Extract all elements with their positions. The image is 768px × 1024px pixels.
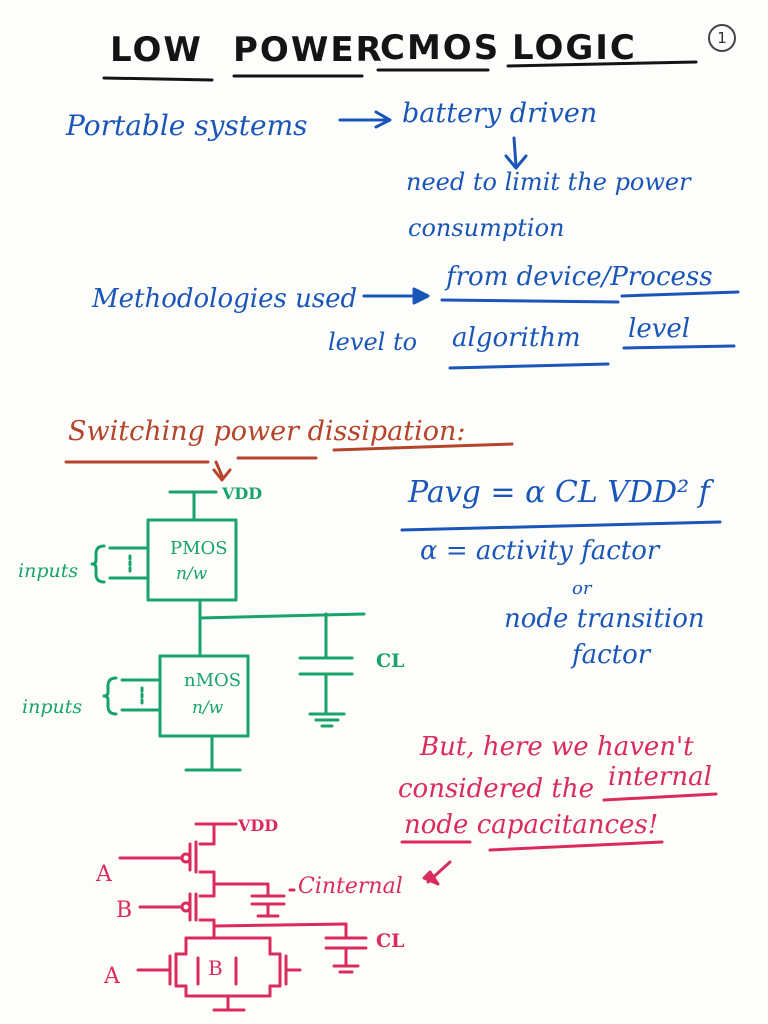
text-methodologies-used: Methodologies used bbox=[92, 284, 358, 314]
text-consumption: consumption bbox=[408, 214, 565, 242]
title-word-cmos: CMOS bbox=[380, 28, 501, 68]
note-line-1: But, here we haven't bbox=[420, 732, 694, 762]
text-or: or bbox=[572, 578, 592, 599]
text-level-to: level to bbox=[328, 328, 418, 356]
title-word-logic: LOGIC bbox=[512, 28, 637, 68]
title-word-low: LOW bbox=[110, 30, 203, 70]
label-input-a-top: A bbox=[96, 862, 112, 887]
note-line-2-emph: internal bbox=[608, 762, 712, 792]
text-level: level bbox=[628, 314, 691, 344]
title-underlines bbox=[102, 60, 698, 82]
label-nmos-nw: n/w bbox=[192, 698, 224, 718]
text-factor: factor bbox=[572, 640, 651, 670]
label-pmos-nw: n/w bbox=[176, 564, 208, 584]
label-c-internal: Cinternal bbox=[298, 874, 403, 899]
note-line-3: node capacitances! bbox=[404, 810, 659, 840]
label-inner-b: B bbox=[208, 956, 223, 980]
red-strokes bbox=[64, 442, 514, 482]
label-vdd-bottom: VDD bbox=[238, 816, 279, 835]
text-need-to-limit: need to limit the power bbox=[406, 168, 691, 196]
text-node-transition: node transition bbox=[504, 604, 705, 634]
label-inputs-bottom: inputs bbox=[22, 696, 83, 718]
formula-pavg: Pavg = α CL VDD² f bbox=[408, 475, 710, 510]
text-algorithm: algorithm bbox=[452, 323, 581, 353]
green-circuit bbox=[90, 490, 366, 772]
page-number: 1 bbox=[717, 29, 727, 47]
heading-switching-power: Switching power dissipation: bbox=[68, 416, 466, 447]
label-inputs-top: inputs bbox=[18, 560, 79, 582]
label-vdd-top: VDD bbox=[222, 484, 263, 503]
text-from-device-process: from device/Process bbox=[446, 262, 713, 292]
title-word-power: POWER bbox=[233, 30, 384, 70]
label-nmos: nMOS bbox=[184, 670, 242, 691]
label-input-a-bottom: A bbox=[104, 964, 120, 989]
pink-circuit bbox=[118, 822, 368, 1012]
label-input-b-top: B bbox=[116, 898, 133, 923]
note-line-2-pre: considered the bbox=[398, 774, 594, 804]
pink-strokes bbox=[400, 792, 718, 886]
text-portable-systems: Portable systems bbox=[66, 109, 308, 142]
blue-strokes bbox=[338, 110, 740, 532]
page-number-badge: 1 bbox=[708, 24, 736, 52]
text-battery-driven: battery driven bbox=[402, 98, 598, 129]
label-cl-top: CL bbox=[376, 650, 405, 672]
text-alpha-activity: α = activity factor bbox=[420, 536, 660, 566]
label-cl-bottom: CL bbox=[376, 930, 405, 952]
label-pmos: PMOS bbox=[170, 538, 228, 559]
